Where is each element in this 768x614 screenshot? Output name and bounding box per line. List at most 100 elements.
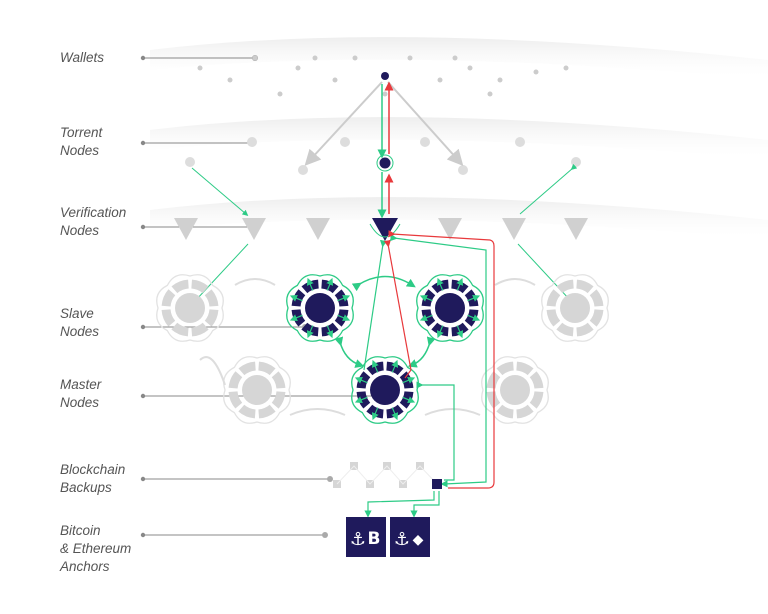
master-node-inactive bbox=[223, 356, 291, 424]
wallet-dot bbox=[197, 65, 203, 71]
torrent-node bbox=[420, 137, 430, 147]
spoke-arrow bbox=[456, 277, 464, 291]
bitcoin-anchor: ⚓B bbox=[346, 517, 386, 557]
slave-node-inactive bbox=[156, 274, 224, 342]
leader-dot bbox=[140, 140, 146, 146]
ethereum-anchor-box bbox=[390, 517, 430, 557]
grey-arc bbox=[234, 278, 276, 286]
spoke-arrow bbox=[337, 314, 351, 322]
wallet-dot bbox=[295, 65, 301, 71]
grey-link bbox=[304, 81, 383, 166]
node-core bbox=[242, 375, 272, 405]
node-core bbox=[370, 375, 400, 405]
grey-arc bbox=[494, 278, 536, 286]
grey-arc bbox=[199, 356, 226, 386]
grey-link bbox=[387, 81, 464, 166]
flow-arc bbox=[407, 336, 436, 368]
ethereum-anchor: ⚓◆ bbox=[390, 517, 430, 557]
label-line: Wallets bbox=[60, 50, 105, 65]
flow-line bbox=[389, 233, 487, 488]
spoke-arrow bbox=[289, 314, 303, 322]
petal-outline bbox=[223, 356, 291, 424]
wallet-dot bbox=[252, 55, 258, 61]
segmented-ring bbox=[421, 279, 479, 337]
grey-arc bbox=[289, 408, 346, 416]
flow-line bbox=[363, 239, 388, 371]
leader-dot bbox=[140, 476, 146, 482]
torrent-node bbox=[298, 165, 308, 175]
label-line: Slave bbox=[60, 306, 94, 321]
active-backup-block bbox=[432, 479, 442, 489]
node-core bbox=[305, 293, 335, 323]
verification-node bbox=[502, 218, 526, 240]
torrent-node bbox=[340, 137, 350, 147]
spoke-arrow bbox=[467, 294, 481, 302]
leader-dot bbox=[140, 55, 146, 61]
segmented-ring bbox=[228, 361, 286, 419]
spoke-arrow bbox=[289, 294, 303, 302]
alert-line bbox=[383, 239, 412, 371]
spoke-arrow bbox=[371, 359, 379, 373]
flow-arc bbox=[351, 275, 416, 292]
spoke-arrow bbox=[371, 407, 379, 421]
torrent-node bbox=[247, 137, 257, 147]
label-line: Master bbox=[60, 377, 102, 392]
wallet-dot bbox=[352, 55, 358, 61]
slave-node-active bbox=[286, 274, 354, 342]
wallet-dot bbox=[437, 77, 443, 83]
wallet-dot bbox=[563, 65, 569, 71]
wallet-dot bbox=[382, 91, 388, 97]
torrent-node bbox=[571, 157, 581, 167]
verification-node bbox=[438, 218, 462, 240]
segmented-ring bbox=[291, 279, 349, 337]
leader-dot bbox=[140, 532, 146, 538]
petal-outline bbox=[541, 274, 609, 342]
wallet-dot bbox=[467, 65, 473, 71]
layer-band bbox=[150, 37, 768, 80]
verification-node bbox=[306, 218, 330, 240]
petal-outline bbox=[156, 274, 224, 342]
alert-line bbox=[388, 230, 495, 489]
verification-node bbox=[564, 218, 588, 240]
slave-node-active bbox=[416, 274, 484, 342]
active-wallet bbox=[381, 72, 389, 80]
wallet-dot bbox=[487, 91, 493, 97]
torrent-node bbox=[185, 157, 195, 167]
wallet-dot bbox=[497, 77, 503, 83]
leader-dot bbox=[140, 393, 146, 399]
verification-node bbox=[174, 218, 198, 240]
wallet-dot bbox=[312, 55, 318, 61]
leader-end-dot bbox=[327, 476, 333, 482]
spoke-arrow bbox=[326, 277, 334, 291]
anchor-icon: ⚓ bbox=[394, 529, 410, 550]
bitcoin-anchor-box bbox=[346, 517, 386, 557]
label-line: Verification bbox=[60, 205, 127, 220]
wallet-dot bbox=[407, 55, 413, 61]
flow-line bbox=[416, 381, 455, 481]
label-wallets: Wallets bbox=[60, 49, 104, 67]
node-core bbox=[175, 293, 205, 323]
label-line: Torrent bbox=[60, 125, 103, 140]
verification-ring bbox=[369, 223, 401, 238]
wallet-dot bbox=[277, 91, 283, 97]
spoke-arrow bbox=[337, 294, 351, 302]
bitcoin-logo-icon: B bbox=[368, 529, 381, 549]
master-node-inactive bbox=[481, 356, 549, 424]
label-line: Nodes bbox=[60, 324, 100, 339]
flow-arc bbox=[334, 336, 365, 368]
label-line: Nodes bbox=[60, 395, 100, 410]
spoke-arrow bbox=[456, 325, 464, 339]
leader-end-dot bbox=[322, 532, 328, 538]
torrent-node bbox=[458, 165, 468, 175]
flow-line bbox=[364, 491, 435, 518]
petal-outline bbox=[481, 356, 549, 424]
flow-line bbox=[191, 167, 249, 216]
label-line: Blockchain bbox=[60, 462, 126, 477]
slave-node-inactive bbox=[541, 274, 609, 342]
grey-arc bbox=[424, 408, 481, 416]
